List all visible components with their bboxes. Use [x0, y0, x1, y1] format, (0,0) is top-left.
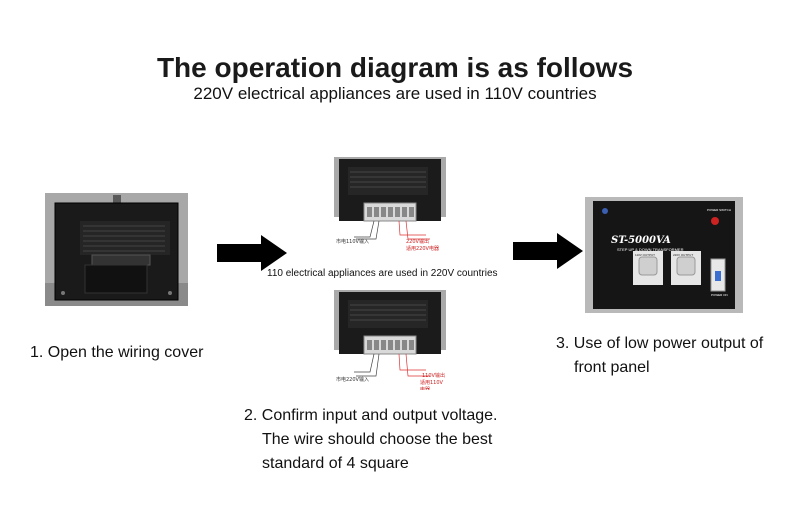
photo-open-cover: [45, 193, 188, 306]
step-3-line-2: front panel: [574, 359, 650, 376]
page-title: The operation diagram is as follows: [156, 52, 634, 83]
step-2-line-3: standard of 4 square: [262, 455, 409, 472]
transformer-rear-illustration: [45, 193, 188, 306]
bottom-output-sub: 适用110V电器: [420, 380, 443, 390]
panel-subtitle: STEP UP & DOWN TRANSFORMER: [617, 247, 684, 252]
bottom-input-label: 市电220V输入: [336, 377, 369, 383]
photo-terminal-220v-output: 市电110V输入 220V输出 适用220V电器: [334, 157, 446, 257]
photo-terminal-110v-output: 市电220V输入 110V输出 适用110V电器: [334, 290, 446, 390]
panel-model: ST-5000VA: [611, 235, 671, 246]
middle-note: 110 electrical appliances are used in 22…: [267, 268, 498, 279]
bottom-output-label: 110V输出: [422, 373, 445, 379]
step-3-line-1: 3. Use of low power output of: [556, 335, 764, 352]
arrow-right-icon: [217, 235, 287, 271]
page-subtitle: 220V electrical appliances are used in 1…: [193, 84, 597, 103]
arrow-right-icon-2: [513, 233, 583, 269]
panel-power-label: POWER SWITCH: [707, 208, 731, 212]
panel-socket-right-label: 220V OUTPUT: [673, 253, 694, 257]
panel-socket-left-label: 110V OUTPUT: [635, 253, 655, 257]
step-1-text: 1. Open the wiring cover: [30, 344, 204, 361]
top-output-sub: 适用220V电器: [406, 246, 439, 252]
terminal-block-illustration-2: [334, 290, 446, 377]
step-2-line-2: The wire should choose the best: [262, 431, 493, 448]
top-input-label: 市电110V输入: [336, 239, 369, 245]
step-2-line-1: 2. Confirm input and output voltage.: [244, 407, 498, 424]
top-output-label: 220V输出: [406, 239, 429, 245]
terminal-block-illustration: [334, 157, 446, 240]
panel-breaker-label: POWER ON: [711, 293, 728, 297]
photo-front-panel: ST-5000VA STEP UP & DOWN TRANSFORMER 110…: [585, 197, 743, 313]
front-panel-illustration: [585, 197, 743, 313]
